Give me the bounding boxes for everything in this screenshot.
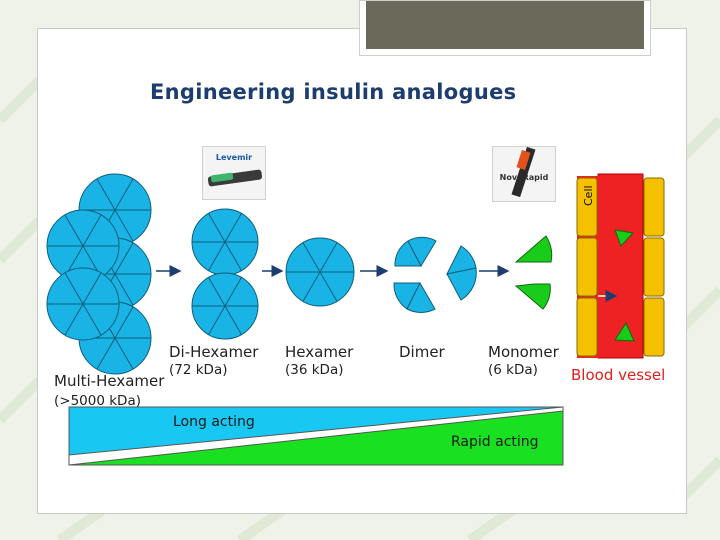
blood-vessel [576, 173, 665, 359]
cell-right-2 [643, 237, 665, 297]
title-tab [359, 0, 651, 56]
stage-label-di-hexamer: Di-Hexamer [169, 343, 259, 361]
cell-label: Cell [582, 185, 595, 206]
long-acting-label: Long acting [173, 414, 255, 430]
cell-right-1 [643, 177, 665, 237]
dimer-piece-top-b [407, 236, 437, 268]
di-hexamer [191, 208, 259, 340]
monomer-in-vessel-bottom [614, 321, 635, 342]
rapid-acting-label: Rapid acting [451, 434, 539, 450]
cell-left-3 [576, 297, 598, 357]
stage-size-multi-hexamer: (>5000 kDa) [54, 393, 141, 409]
monomer-piece-top [514, 235, 553, 263]
monomer-in-vessel-top [614, 229, 634, 247]
cell-left-2 [576, 237, 598, 297]
slide-title: Engineering insulin analogues [150, 80, 517, 104]
vessel-lumen [597, 173, 644, 359]
stage-label-multi-hexamer: Multi-Hexamer [54, 372, 165, 390]
bars-frame [68, 406, 564, 466]
hexamer-disc [46, 267, 120, 341]
cell-right-3 [643, 297, 665, 357]
multi-hexamer-cluster [46, 173, 152, 375]
dimer-piece-bottom-b [406, 281, 436, 313]
cell-left-1 [576, 177, 598, 237]
stage-label-dimer: Dimer [399, 343, 445, 361]
blood-vessel-label: Blood vessel [571, 366, 666, 384]
monomer [514, 235, 553, 310]
stage-size-monomer: (6 kDa) [488, 362, 538, 378]
monomer-piece-bottom [514, 283, 551, 310]
dimer-piece-right-b [446, 267, 477, 301]
dimer [393, 236, 477, 313]
stage-label-monomer: Monomer [488, 343, 559, 361]
stage-size-di-hexamer: (72 kDa) [169, 362, 228, 378]
stage-size-hexamer: (36 kDa) [285, 362, 344, 378]
levemir-pen-image: Levemir [202, 146, 266, 200]
stage-label-hexamer: Hexamer [285, 343, 354, 361]
hexamer [285, 237, 355, 307]
hexamer-disc [191, 208, 259, 276]
acting-bars [68, 406, 564, 466]
novorapid-pen-image: NovoRapid [492, 146, 556, 202]
hexamer-disc [191, 272, 259, 340]
levemir-product-name: Levemir [215, 153, 253, 162]
title-tab-fill [366, 1, 644, 49]
